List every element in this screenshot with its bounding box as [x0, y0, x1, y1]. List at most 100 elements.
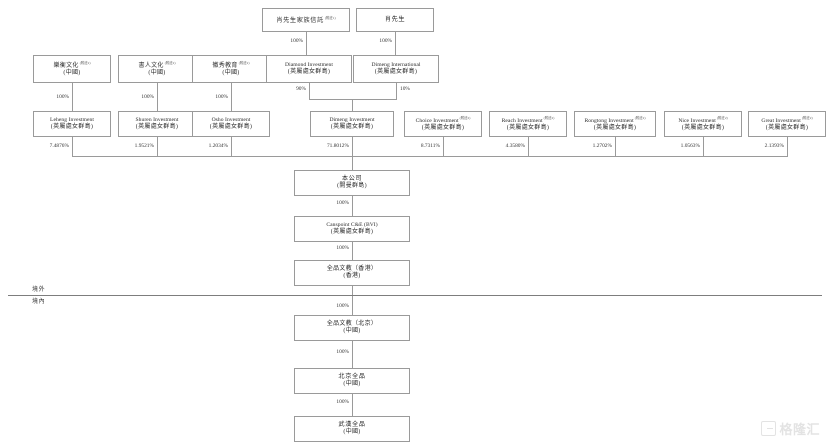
node-shuren-culture-label: 書人文化(附註2): [138, 60, 176, 69]
node-quanpin-beijing-label: 全品文教（北京）: [326, 320, 378, 327]
node-rongtong-investment-jurisdiction: (英屬處女群島): [593, 124, 637, 131]
node-wuhan-quanpin-jurisdiction: (中國): [343, 429, 361, 436]
edge-reach-investment-down: [528, 137, 529, 156]
pct-dimeng-investment-to-company: 71.8012%: [318, 143, 350, 149]
label-onshore: 境內: [30, 296, 48, 305]
footnote-ref: (附註2): [716, 115, 728, 120]
pct-shuren-culture-to-investment: 100%: [135, 94, 155, 100]
node-leheng-investment: Leheng Investment (英屬處女群島): [33, 111, 111, 137]
node-great-investment: Great Investment(附註2) (英屬處女群島): [748, 111, 826, 137]
pct-osho-investment-to-company: 1.2034%: [199, 143, 229, 149]
node-shuren-investment-jurisdiction: (英屬處女群島): [135, 123, 179, 130]
pct-shuren-investment-to-company: 1.9521%: [125, 143, 155, 149]
pct-leheng-investment-to-company: 7.4876%: [40, 143, 70, 149]
edge-osho-investment-down: [231, 137, 232, 156]
footnote-ref: (附註2): [79, 60, 91, 65]
edge-choice-investment-down: [443, 137, 444, 156]
pct-dimeng-intl-to-dimeng-investment: 10%: [399, 86, 419, 92]
edge-xiao-dimeng-intl: [395, 32, 396, 55]
node-leheng-investment-label: Leheng Investment: [50, 116, 94, 123]
node-mr-xiao: 肖先生: [356, 8, 434, 32]
node-nice-investment-label: Nice Investment(附註2): [678, 115, 728, 124]
pct-diamond-to-dimeng-investment: 90%: [287, 86, 307, 92]
watermark-logo-icon: [761, 421, 777, 436]
footnote-ref: (附註2): [543, 115, 555, 120]
node-diamond-investment-jurisdiction: (英屬處女群島): [287, 68, 331, 75]
node-osho-investment: Osho Investment (英屬處女群島): [192, 111, 270, 137]
pct-quanpin-hk-to-beijing: 100%: [330, 303, 350, 309]
label-offshore: 境外: [30, 284, 48, 293]
edge-shuren-investment-down: [157, 137, 158, 156]
pct-reach-investment-to-company: 4.3580%: [496, 143, 526, 149]
pct-huixiu-education-to-osho: 100%: [209, 94, 229, 100]
node-dimeng-investment: Dimeng Investment (英屬處女群島): [310, 111, 394, 137]
edge-merge-to-dimeng-investment: [352, 99, 353, 111]
edge-great-investment-down: [787, 137, 788, 156]
edge-quanpin-hk-to-beijing: [352, 286, 353, 315]
edge-canspoint-to-quanpin-hk: [352, 242, 353, 260]
pct-choice-investment-to-company: 8.7311%: [411, 143, 441, 149]
pct-quanpin-beijing-to-beijing-quanpin: 100%: [330, 349, 350, 355]
node-quanpin-hongkong-label: 全品文教（香港）: [326, 265, 378, 272]
edge-rongtong-investment-down: [615, 137, 616, 156]
edge-consolidation-bus: [72, 156, 788, 157]
edge-diamond-down: [309, 83, 310, 99]
footnote-ref: (附註2): [459, 115, 471, 120]
jurisdiction-divider: [8, 295, 822, 296]
edge-beijing-quanpin-to-wuhan-quanpin: [352, 394, 353, 416]
node-choice-investment: Choice Investment(附註2) (英屬處女群島): [404, 111, 482, 137]
node-reach-investment-jurisdiction: (英屬處女群島): [506, 124, 550, 131]
node-trust: 肖先生家族信託(附註1): [262, 8, 350, 32]
node-leheng-culture-jurisdiction: (中國): [63, 70, 81, 76]
node-beijing-quanpin-jurisdiction: (中國): [343, 381, 361, 388]
node-diamond-investment-label: Diamond Investment: [285, 61, 333, 68]
edge-company-to-canspoint: [352, 196, 353, 216]
node-choice-investment-label: Choice Investment(附註2): [415, 115, 471, 124]
edge-huixiu-education-osho: [231, 83, 232, 111]
footnote-ref: (附註2): [634, 115, 646, 120]
pct-company-to-canspoint: 100%: [330, 200, 350, 206]
node-dimeng-international-jurisdiction: (英屬處女群島): [374, 68, 418, 75]
node-huixiu-education-label: 徽秀教育(附註2): [212, 60, 250, 69]
footnote-ref: (附註2): [801, 115, 813, 120]
node-great-investment-jurisdiction: (英屬處女群島): [765, 124, 809, 131]
node-trust-label: 肖先生家族信託(附註1): [276, 15, 336, 24]
watermark-text: 格隆汇: [779, 423, 820, 438]
node-shuren-investment-label: Shuren Investment: [135, 116, 179, 123]
watermark: 格隆汇: [761, 419, 820, 438]
node-nice-investment: Nice Investment(附註2) (英屬處女群島): [664, 111, 742, 137]
pct-great-investment-to-company: 2.1393%: [755, 143, 785, 149]
edge-quanpin-beijing-to-beijing-quanpin: [352, 341, 353, 368]
node-osho-investment-jurisdiction: (英屬處女群島): [209, 123, 253, 130]
edge-dimeng-intl-down: [396, 83, 397, 99]
node-choice-investment-jurisdiction: (英屬處女群島): [421, 124, 465, 131]
pct-trust-to-diamond: 100%: [284, 38, 304, 44]
edge-merge-bar-dimeng: [309, 99, 397, 100]
node-huixiu-education: 徽秀教育(附註2) (中國): [192, 55, 270, 83]
node-shuren-culture-jurisdiction: (中國): [148, 70, 166, 76]
node-leheng-culture: 樂衡文化(附註2) (中國): [33, 55, 111, 83]
node-dimeng-international: Dimeng International (英屬處女群島): [353, 55, 439, 83]
node-reach-investment: Reach Investment(附註2) (英屬處女群島): [489, 111, 567, 137]
node-rongtong-investment-label: Rongtong Investment(附註2): [584, 115, 646, 124]
node-dimeng-international-label: Dimeng International: [371, 61, 421, 68]
node-beijing-quanpin: 北京全品 (中國): [294, 368, 410, 394]
node-quanpin-beijing-jurisdiction: (中國): [343, 328, 361, 334]
edge-leheng-investment-down: [72, 137, 73, 156]
node-reach-investment-label: Reach Investment(附註2): [501, 115, 555, 124]
footnote-ref: (附註1): [324, 15, 336, 20]
node-osho-investment-label: Osho Investment: [211, 116, 251, 123]
node-quanpin-hongkong-jurisdiction: (香港): [343, 273, 361, 279]
node-shuren-culture: 書人文化(附註2) (中國): [118, 55, 196, 83]
node-quanpin-beijing: 全品文教（北京） (中國): [294, 315, 410, 341]
node-company: 本公司 (開曼群島): [294, 170, 410, 196]
node-wuhan-quanpin: 武漢全品 (中國): [294, 416, 410, 442]
pct-nice-investment-to-company: 1.0563%: [671, 143, 701, 149]
edge-leheng-culture-investment: [72, 83, 73, 111]
node-canspoint-bvi: Canspoint C&E (BVI) (英屬處女群島): [294, 216, 410, 242]
edge-dimeng-investment-down: [352, 137, 353, 156]
node-mr-xiao-label: 肖先生: [384, 16, 406, 24]
footnote-ref: (附註2): [164, 60, 176, 65]
node-leheng-investment-jurisdiction: (英屬處女群島): [50, 123, 94, 130]
